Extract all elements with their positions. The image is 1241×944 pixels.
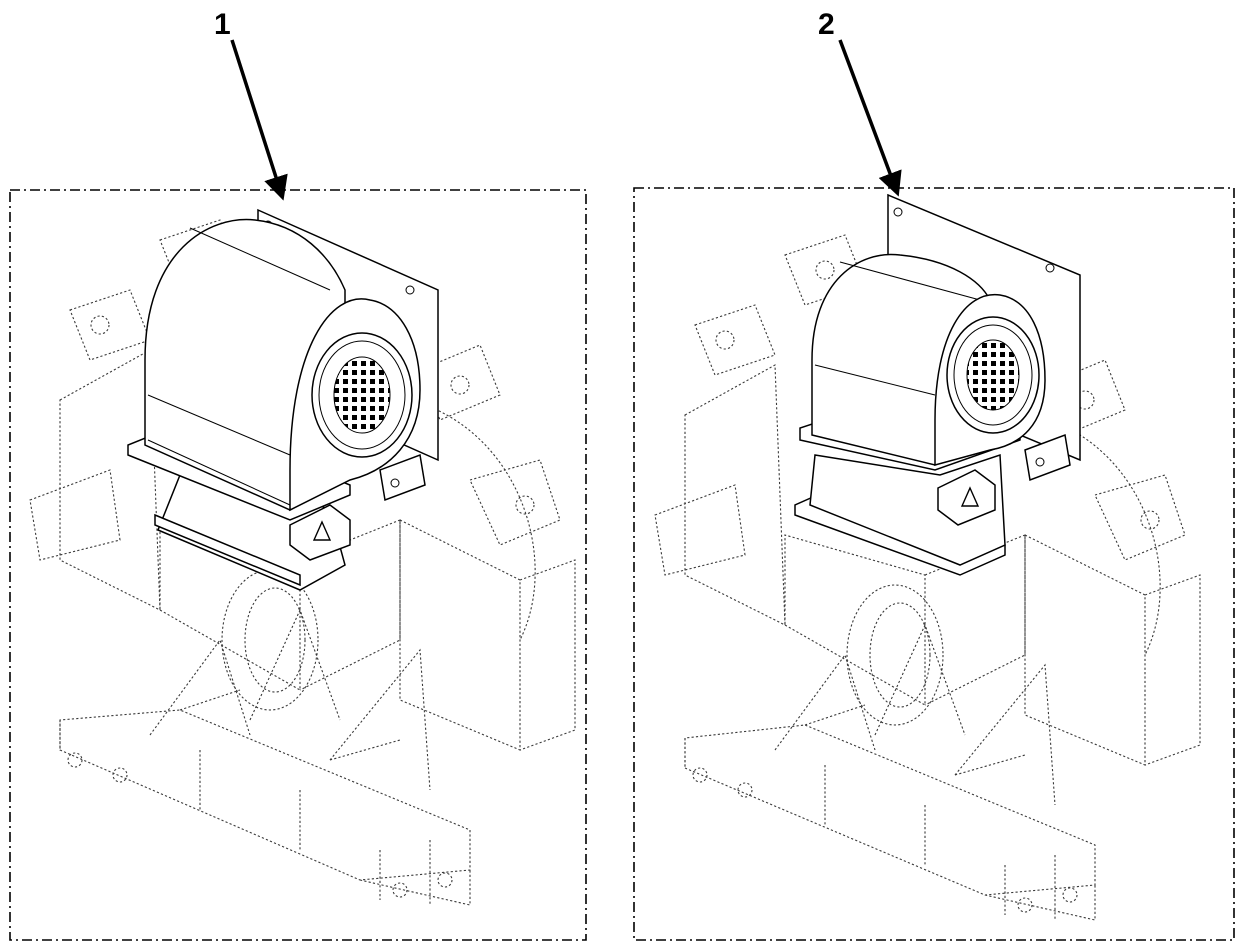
hinge-bracket-1 — [379, 453, 426, 502]
leader-arrow-1 — [230, 39, 288, 201]
warning-triangle-icon-1 — [312, 520, 332, 541]
leader-arrow-2 — [838, 39, 902, 197]
callout-label-1: 1 — [214, 8, 231, 41]
motor-vent-grille-1 — [333, 356, 391, 434]
callout-label-2: 2 — [818, 8, 835, 41]
view-1: 1 — [9, 8, 587, 941]
detail-frame-2 — [633, 187, 1235, 941]
blower-assembly-2 — [794, 193, 1081, 576]
hinge-bracket-2 — [1024, 433, 1071, 482]
motor-vent-grille-2 — [966, 339, 1020, 411]
blower-assembly-1 — [127, 208, 439, 591]
junction-box-1 — [289, 504, 351, 561]
view-2: 2 — [633, 8, 1235, 941]
machine-frame-hidden-2 — [654, 234, 1201, 921]
detail-frame-1 — [9, 189, 587, 941]
warning-triangle-icon-2 — [960, 486, 980, 507]
